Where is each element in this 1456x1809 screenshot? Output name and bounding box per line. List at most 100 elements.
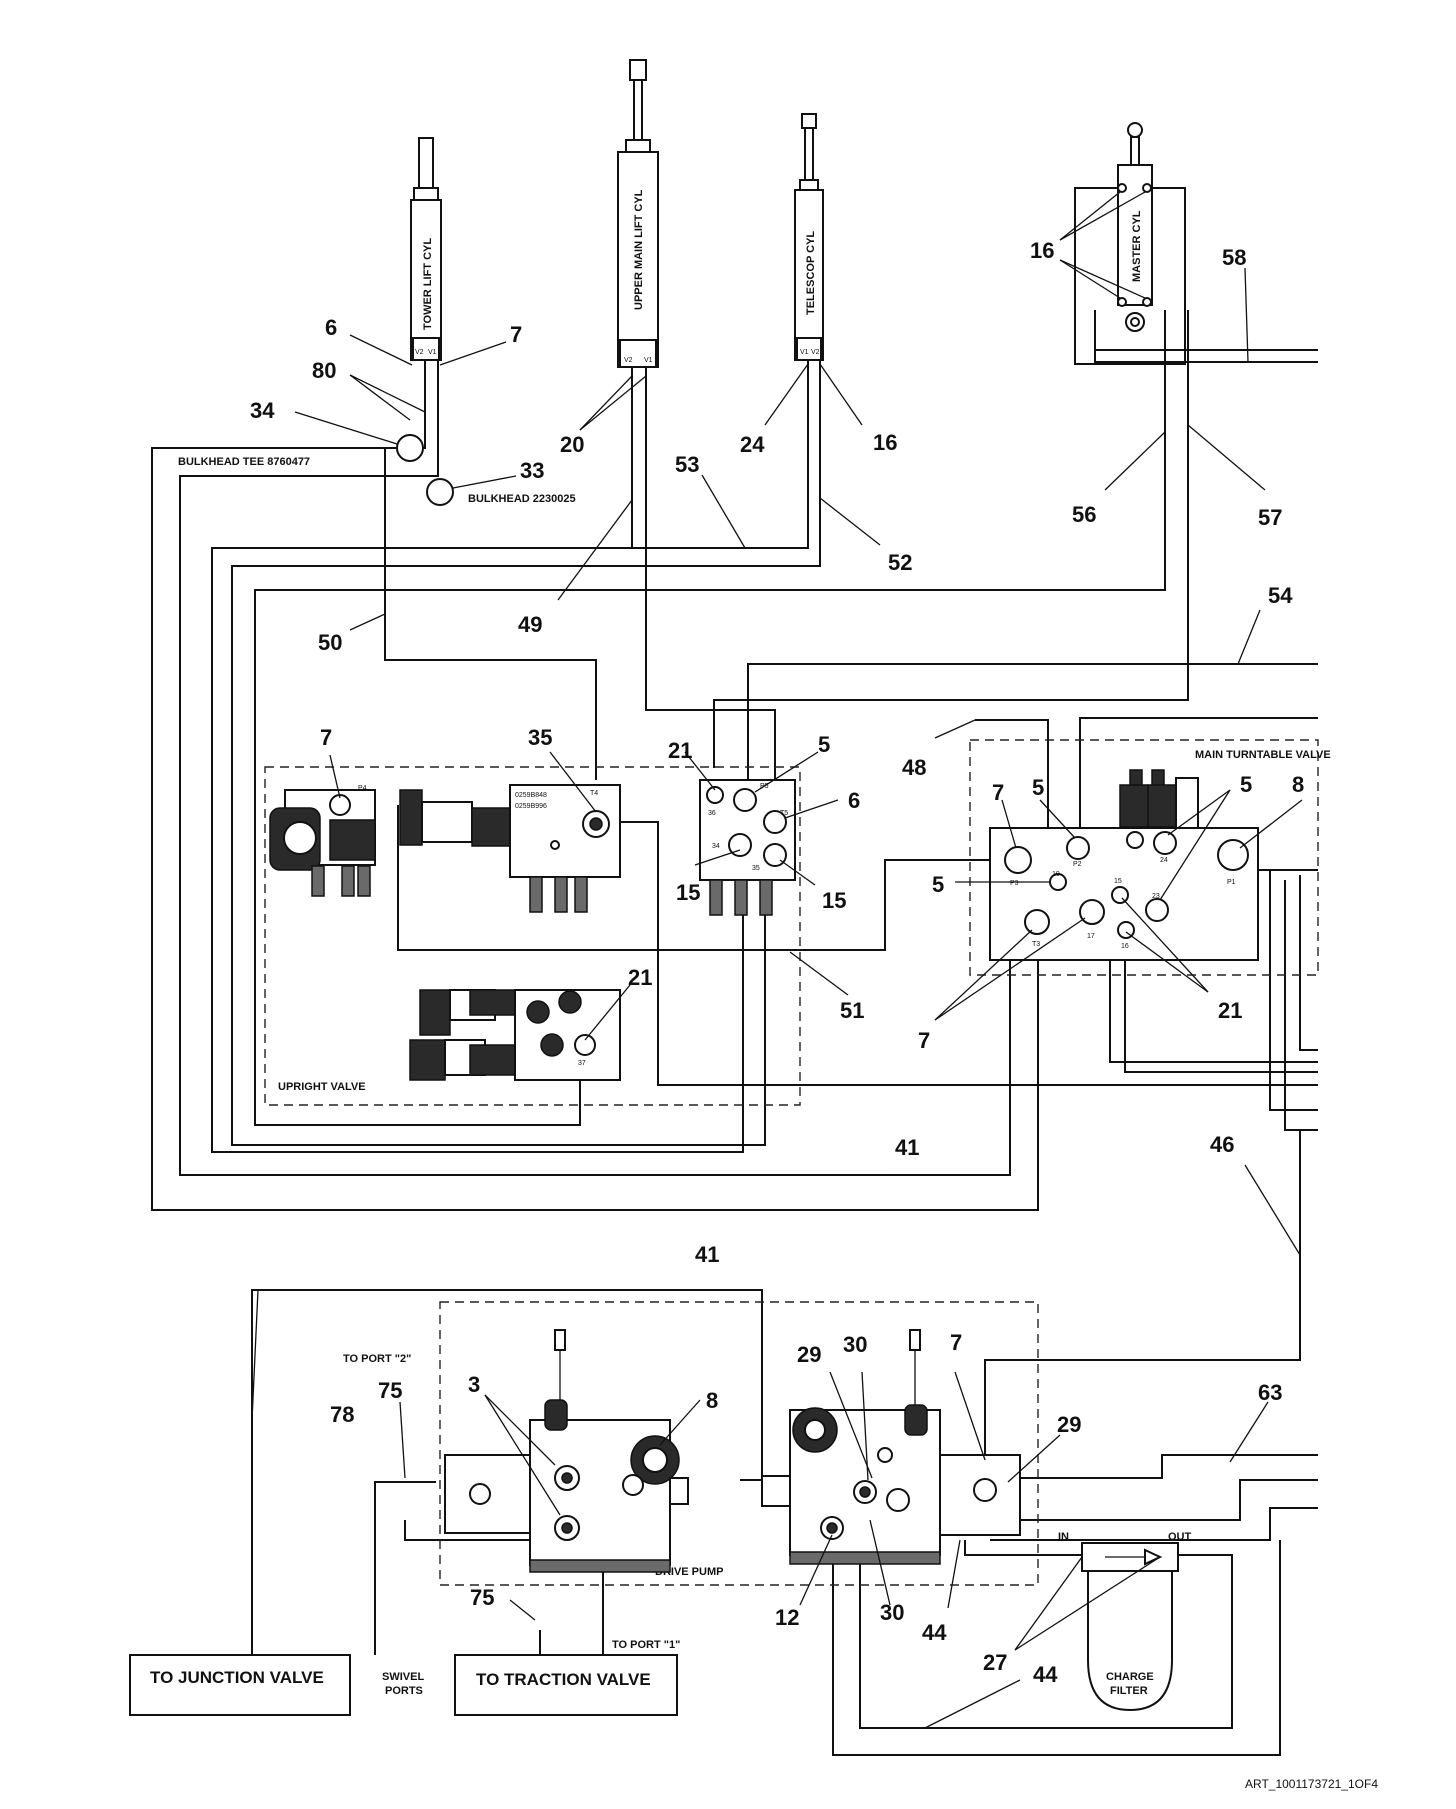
callout-75: 75 [470, 1585, 494, 1610]
svg-text:V1: V1 [800, 349, 809, 356]
callout-44: 44 [1033, 1662, 1058, 1687]
svg-text:34: 34 [712, 843, 720, 850]
callout-53: 53 [675, 452, 699, 477]
swivel-ports-label-1: SWIVEL [382, 1671, 424, 1683]
svg-text:16: 16 [1121, 943, 1129, 950]
main-turntable-valve: MAIN TURNTABLE VALVE P3 P2 24 P1 19 15 2… [969, 739, 1331, 976]
callout-7: 7 [510, 322, 522, 347]
main-turntable-valve-label: MAIN TURNTABLE VALVE [1195, 749, 1331, 761]
svg-text:P2: P2 [1073, 861, 1082, 868]
bulkhead-tee-label: BULKHEAD TEE 8760477 [178, 456, 310, 468]
callout-57: 57 [1258, 505, 1282, 530]
svg-text:T5: T5 [780, 810, 788, 817]
hose-lines [151, 310, 1318, 1756]
upper-main-lift-cylinder: UPPER MAIN LIFT CYL V2 V1 [617, 59, 659, 368]
tower-lift-cylinder: TOWER LIFT CYL V2 V1 [410, 137, 442, 361]
upper-main-lift-cyl-label: UPPER MAIN LIFT CYL [633, 189, 645, 310]
to-port-1-label: TO PORT "1" [612, 1639, 680, 1651]
callout-7: 7 [950, 1330, 962, 1355]
port-15 [1111, 886, 1129, 904]
telescope-cylinder: TELESCOP CYL V1 V2 [794, 113, 824, 361]
port-p5 [733, 788, 757, 812]
bulkhead-tee [396, 434, 424, 462]
port-p2 [1066, 836, 1090, 860]
callout-7: 7 [992, 780, 1004, 805]
callout-41: 41 [695, 1242, 719, 1267]
callout-16: 16 [873, 430, 897, 455]
callout-7: 7 [320, 725, 332, 750]
junction-valve-box: TO JUNCTION VALVE [129, 1654, 351, 1716]
bulkhead [426, 478, 454, 506]
port-t3 [1024, 909, 1050, 935]
callout-30: 30 [880, 1600, 904, 1625]
art-id: ART_1001173721_1OF4 [1245, 1777, 1378, 1791]
callout-5: 5 [932, 872, 944, 897]
master-cyl-label: MASTER CYL [1131, 210, 1143, 282]
port-p3 [1004, 846, 1032, 874]
drive-pump-label: DRIVE PUMP [655, 1566, 723, 1578]
callout-6: 6 [325, 315, 337, 340]
drive-pump: DRIVE PUMP [439, 1301, 1039, 1586]
swivel-ports-label-2: PORTS [385, 1685, 423, 1697]
svg-text:36: 36 [708, 810, 716, 817]
callout-8: 8 [706, 1388, 718, 1413]
svg-text:V2: V2 [415, 349, 424, 356]
callout-20: 20 [560, 432, 584, 457]
callout-21: 21 [1218, 998, 1242, 1023]
port-23 [1145, 898, 1169, 922]
svg-text:T3: T3 [1032, 941, 1040, 948]
callout-34: 34 [250, 398, 275, 423]
callout-29: 29 [797, 1342, 821, 1367]
port-16 [1117, 921, 1135, 939]
tower-lift-cyl-label: TOWER LIFT CYL [422, 238, 434, 330]
callout-8: 8 [1292, 772, 1304, 797]
svg-text:T4: T4 [590, 790, 598, 797]
svg-text:37: 37 [578, 1060, 586, 1067]
charge-filter: IN OUT CHARGE FILTER [1058, 1531, 1192, 1712]
port-t5 [763, 810, 787, 834]
svg-text:V1: V1 [428, 349, 437, 356]
upright-valve: UPRIGHT VALVE P4 0259B848 0259B996 T4 P5… [264, 766, 801, 1106]
svg-text:V2: V2 [811, 349, 820, 356]
callout-80: 80 [312, 358, 336, 383]
filter-in-label: IN [1058, 1531, 1069, 1543]
svg-text:V1: V1 [644, 357, 653, 364]
callout-21: 21 [668, 738, 692, 763]
callouts: 6 7 80 34 33 20 24 16 16 58 53 52 56 57 … [250, 238, 1304, 1687]
upright-valve-label: UPRIGHT VALVE [278, 1081, 366, 1093]
svg-text:17: 17 [1087, 933, 1095, 940]
callout-12: 12 [775, 1605, 799, 1630]
to-port-2-label: TO PORT "2" [343, 1353, 411, 1365]
port-37 [574, 1034, 596, 1056]
callout-16: 16 [1030, 238, 1054, 263]
callout-6: 6 [848, 788, 860, 813]
callout-41: 41 [895, 1135, 919, 1160]
callout-7: 7 [918, 1028, 930, 1053]
callout-54: 54 [1268, 583, 1293, 608]
charge-filter-label-2: FILTER [1110, 1685, 1148, 1697]
callout-29: 29 [1057, 1412, 1081, 1437]
callout-58: 58 [1222, 245, 1246, 270]
port-36 [706, 786, 724, 804]
callout-15: 15 [676, 880, 700, 905]
charge-filter-label-1: CHARGE [1106, 1671, 1154, 1683]
svg-text:35: 35 [752, 865, 760, 872]
callout-21: 21 [628, 965, 652, 990]
bulkhead-label: BULKHEAD 2230025 [468, 493, 576, 505]
callout-35: 35 [528, 725, 552, 750]
port-17 [1079, 899, 1105, 925]
callout-3: 3 [468, 1372, 480, 1397]
svg-text:P1: P1 [1227, 879, 1236, 886]
callout-56: 56 [1072, 502, 1096, 527]
callout-5: 5 [1240, 772, 1252, 797]
filter-out-label: OUT [1168, 1531, 1192, 1543]
traction-valve-box: TO TRACTION VALVE [454, 1654, 678, 1716]
callout-27: 27 [983, 1650, 1007, 1675]
callout-48: 48 [902, 755, 926, 780]
port-34 [728, 833, 752, 857]
svg-text:15: 15 [1114, 878, 1122, 885]
svg-text:P3: P3 [1010, 880, 1019, 887]
callout-44: 44 [922, 1620, 947, 1645]
callout-5: 5 [818, 732, 830, 757]
to-junction-valve-label: TO JUNCTION VALVE [150, 1668, 324, 1687]
